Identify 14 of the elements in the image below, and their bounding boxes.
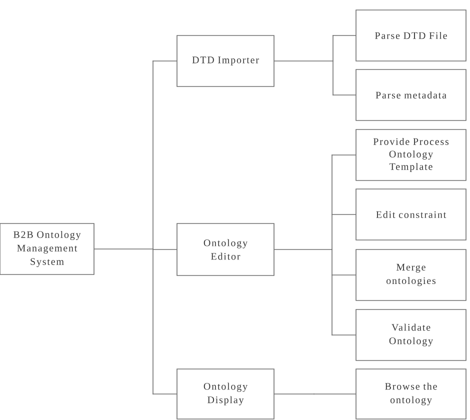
- process-box: Ontology Display: [176, 368, 274, 420]
- process-box: Parse DTD File: [356, 10, 466, 62]
- process-box: DTD Importer: [176, 35, 274, 87]
- connector-line: [274, 154, 356, 336]
- process-box: Merge ontologies: [356, 249, 466, 301]
- process-box: Validate Ontology: [356, 309, 466, 361]
- process-box: Parse metadata: [356, 69, 466, 121]
- connector-line: [274, 35, 356, 96]
- connector-line: [94, 60, 177, 394]
- process-box: Edit constraint: [356, 188, 466, 240]
- process-box: Browse the ontology: [356, 368, 466, 420]
- process-box: Provide Process Ontology Template: [356, 129, 466, 181]
- process-box: B2B Ontology Management System: [0, 223, 94, 275]
- process-box: Ontology Editor: [176, 223, 274, 276]
